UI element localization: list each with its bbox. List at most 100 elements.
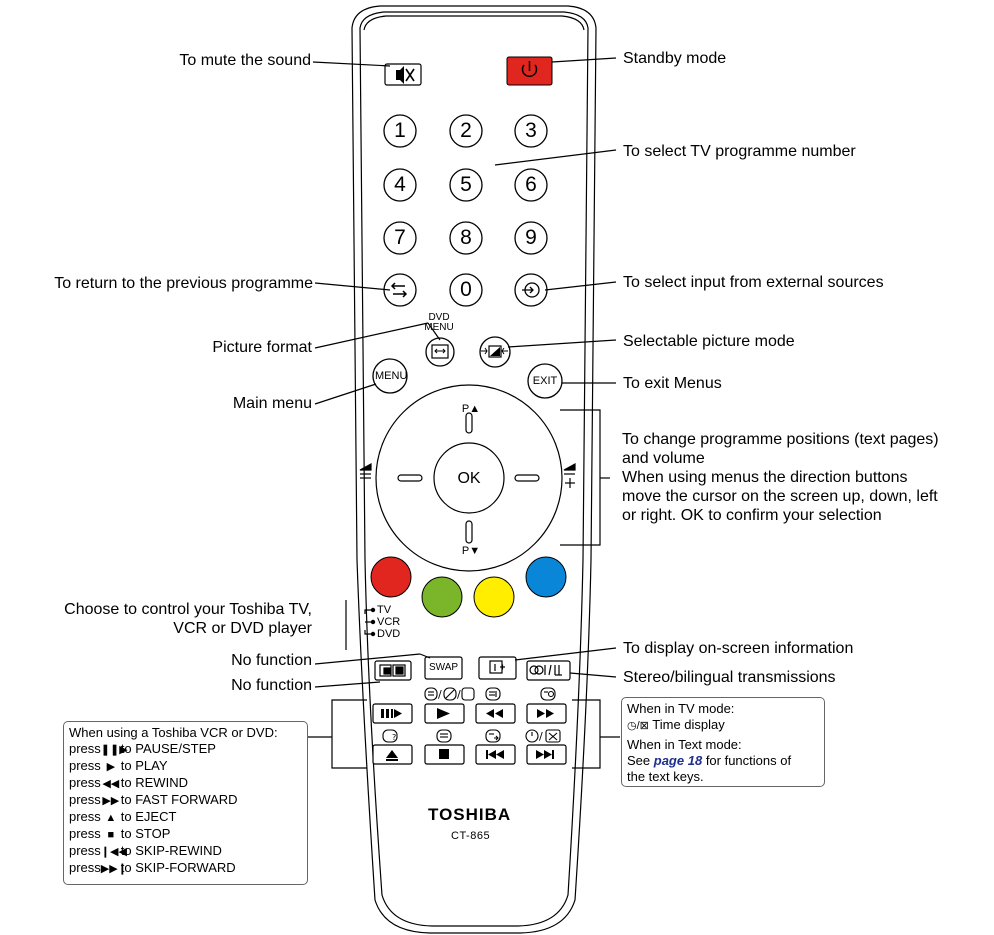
- speaker-mute-icon: [396, 66, 404, 84]
- fast-forward-icon: ▶▶: [102, 795, 120, 807]
- number-button-label[interactable]: 7: [394, 226, 406, 249]
- transport-keys: [372, 703, 567, 765]
- previous-programme-callout: To return to the previous programme: [54, 275, 313, 292]
- main-menu-callout: Main menu: [232, 395, 312, 412]
- number-button-2[interactable]: [449, 114, 483, 148]
- text-key-icons: / / ? /: [382, 687, 561, 743]
- pause-step-icon: ❚❚▶: [100, 744, 128, 756]
- number-button-label[interactable]: 0: [460, 278, 472, 301]
- stereo-button[interactable]: [526, 660, 571, 681]
- picture-mode-callout: Selectable picture mode: [623, 333, 795, 350]
- selector-labels: TV VCR DVD: [377, 604, 400, 640]
- green-button[interactable]: [421, 576, 463, 618]
- power-icon: [521, 64, 538, 78]
- volume-up-icon: [563, 462, 576, 471]
- pause-step-icon: [381, 709, 384, 718]
- red-button[interactable]: [370, 556, 412, 598]
- see-text: See: [627, 753, 651, 768]
- exit-button[interactable]: [527, 363, 563, 399]
- number-button-label[interactable]: 6: [525, 173, 537, 196]
- press-text: press: [69, 741, 101, 756]
- svg-text:?: ?: [392, 733, 396, 742]
- number-button-label[interactable]: 2: [460, 119, 472, 142]
- widescreen-icon: [431, 344, 449, 359]
- number-button-4[interactable]: [383, 168, 417, 202]
- number-button-label[interactable]: 3: [525, 119, 537, 142]
- menu-button[interactable]: [372, 358, 408, 394]
- blue-button[interactable]: [525, 556, 567, 598]
- menu-button-label[interactable]: MENU: [375, 370, 408, 382]
- number-button-3[interactable]: [514, 114, 548, 148]
- swap-button[interactable]: [424, 656, 463, 680]
- external-input-button[interactable]: [514, 273, 548, 307]
- stop-icon: ■: [107, 829, 115, 841]
- clock-icon: ◷/⊠: [627, 720, 649, 732]
- standby-button[interactable]: [506, 56, 553, 86]
- number-button-9[interactable]: [514, 221, 548, 255]
- number-button-5[interactable]: [449, 168, 483, 202]
- skip-forward-icon: ▶▶❙: [100, 863, 127, 875]
- press-text: press: [69, 775, 101, 790]
- vcr-legend-row: press❙◀◀to SKIP-REWIND: [69, 843, 302, 860]
- selector-switch[interactable]: [364, 607, 376, 637]
- stereo-callout: Stereo/bilingual transmissions: [623, 669, 836, 686]
- number-button-8[interactable]: [449, 221, 483, 255]
- action-text: to PLAY: [120, 758, 168, 773]
- press-text: press: [69, 826, 101, 841]
- picture-format-button[interactable]: [425, 337, 455, 367]
- number-button-0[interactable]: [449, 273, 483, 307]
- left-button: [397, 474, 423, 482]
- selector-vcr[interactable]: VCR: [377, 616, 401, 628]
- number-button-label[interactable]: 1: [394, 119, 406, 142]
- text-mode-legend: When in TV mode: ◷/⊠ Time display When i…: [621, 697, 825, 787]
- selector-tv[interactable]: TV: [377, 604, 392, 616]
- vcr-legend-heading: When using a Toshiba VCR or DVD:: [69, 725, 278, 740]
- transport-icons: [381, 708, 554, 761]
- exit-button-label[interactable]: EXIT: [532, 375, 558, 387]
- direction-callout-line: or right. OK to confirm your selection: [622, 507, 882, 524]
- number-button-label[interactable]: 5: [460, 173, 472, 196]
- choose-callout-line: Choose to control your Toshiba TV,: [64, 601, 312, 618]
- action-text: to SKIP-FORWARD: [120, 860, 236, 875]
- number-button-label[interactable]: 8: [460, 226, 472, 249]
- mute-callout: To mute the sound: [179, 52, 311, 69]
- picture-mode-button[interactable]: [479, 336, 511, 368]
- direction-callout-line: and volume: [622, 450, 705, 467]
- action-text: to PAUSE/STEP: [120, 741, 216, 756]
- stereo-icon: [548, 664, 552, 676]
- volume-down-icon: [359, 462, 372, 471]
- page-reference-link[interactable]: page 18: [653, 753, 703, 768]
- yellow-button[interactable]: [473, 576, 515, 618]
- mute-button[interactable]: [384, 63, 422, 86]
- dvd-label: DVD: [428, 312, 450, 323]
- vcr-legend-row: press▶▶❙to SKIP-FORWARD: [69, 860, 302, 877]
- skip-rewind-icon: [486, 750, 488, 759]
- time-display-line: ◷/⊠ Time display: [627, 717, 819, 734]
- selector-dvd[interactable]: DVD: [377, 628, 401, 640]
- number-button-label[interactable]: 4: [394, 173, 406, 196]
- number-button-1[interactable]: [383, 114, 417, 148]
- skip-rewind-icon: ❙◀◀: [100, 846, 127, 858]
- function-keys: [374, 656, 571, 681]
- info-button[interactable]: [478, 656, 517, 680]
- brand-logo: TOSHIBA: [428, 805, 512, 824]
- text-keys-line: the text keys.: [627, 769, 704, 784]
- press-text: press: [69, 809, 101, 824]
- navigation-pad: [359, 384, 576, 572]
- play-icon: [437, 708, 450, 719]
- number-button-label[interactable]: 9: [525, 226, 537, 249]
- subpage-text-icon: [540, 687, 556, 701]
- swap-button-label[interactable]: SWAP: [428, 662, 459, 673]
- vcr-legend-row: press◀◀to REWIND: [69, 775, 302, 792]
- down-button: [465, 520, 473, 544]
- programme-down-label: P▼: [461, 545, 481, 557]
- ok-button-label[interactable]: OK: [457, 470, 481, 487]
- press-text: press: [69, 758, 101, 773]
- svg-text:/: /: [539, 730, 543, 743]
- direction-callout-line: When using menus the direction buttons: [622, 469, 908, 486]
- press-text: press: [69, 843, 101, 858]
- stop-icon: [439, 749, 449, 759]
- number-button-6[interactable]: [514, 168, 548, 202]
- number-button-7[interactable]: [383, 221, 417, 255]
